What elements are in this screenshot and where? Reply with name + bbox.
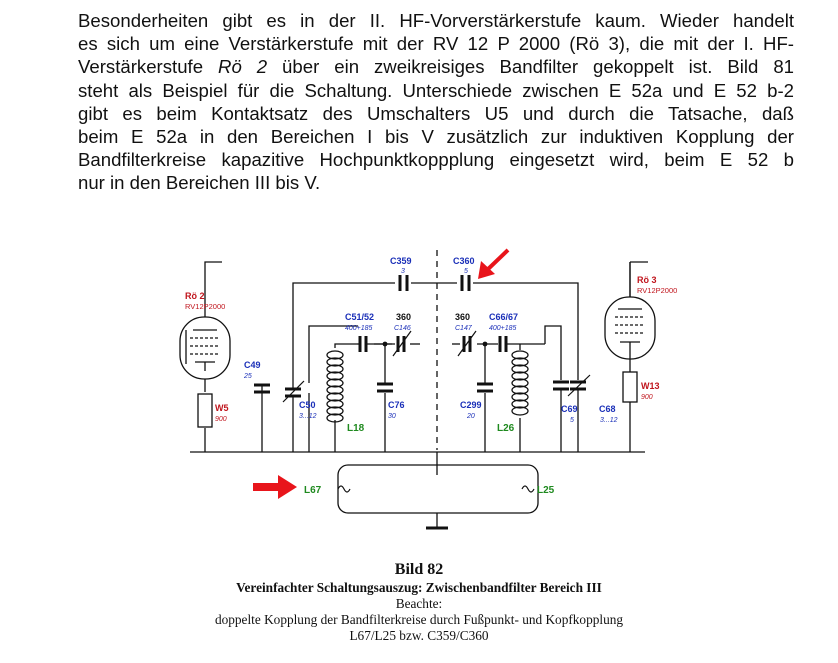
label-ro3-name: Rö 3 xyxy=(637,275,657,285)
capacitor-c359 xyxy=(398,275,409,291)
paragraph-line: steht als Beispiel für die Schaltung. Un… xyxy=(78,79,794,101)
label-w5-name: W5 xyxy=(215,403,229,413)
tube-ro2 xyxy=(179,316,231,380)
arrow-c360-icon xyxy=(478,248,510,279)
caption-note-line: Beachte: xyxy=(395,596,443,611)
label-c359-name: C359 xyxy=(390,256,412,266)
paragraph-line: nur in den Bereichen III bis V. xyxy=(78,172,321,194)
trimmer-arrow-c50 xyxy=(282,380,305,403)
caption-note-line: doppelte Kopplung der Bandfilterkreise d… xyxy=(214,612,624,627)
label-w5-value: 900 xyxy=(215,416,227,423)
label-w13-value: 900 xyxy=(641,394,653,401)
paragraph-line: Besonderheiten gibt es in der II. HF-Vor… xyxy=(78,10,794,31)
wiring xyxy=(190,261,645,530)
label-360-right: 360 xyxy=(455,312,470,322)
capacitor-c49 xyxy=(254,383,270,394)
label-c69-value: 5 xyxy=(570,417,574,424)
capacitor-c360 xyxy=(460,275,471,291)
label-ro2-name: Rö 2 xyxy=(185,291,205,301)
label-c50-name: C50 xyxy=(299,400,316,410)
circuit-schematic: Rö 2 RV12P2000 Rö 3 RV12P2000 W5 900 W13… xyxy=(179,248,677,530)
label-ro3-type: RV12P2000 xyxy=(637,286,677,295)
figure-caption: Bild 82 Vereinfachter Schaltungsauszug: … xyxy=(0,560,838,644)
trimmer-c68 xyxy=(570,380,586,391)
label-l25: L25 xyxy=(537,485,555,496)
paragraph-line: beim E 52a in den Bereichen I bis V zusä… xyxy=(78,126,794,148)
label-c68-value: 3...12 xyxy=(600,417,618,424)
body-paragraph: Besonderheiten gibt es in der II. HF-Vor… xyxy=(78,9,794,195)
label-c66-67-value: 400+185 xyxy=(489,325,517,332)
paragraph-line-part: Verstärkerstufe xyxy=(78,56,219,78)
label-360-left: 360 xyxy=(396,312,411,322)
capacitor-c299 xyxy=(477,382,493,393)
label-l67: L67 xyxy=(304,485,322,496)
arrow-l67-icon xyxy=(253,475,297,499)
label-c50-value: 3...12 xyxy=(299,413,317,420)
label-c146-value: C146 xyxy=(394,325,411,332)
trimmer-arrow-c68 xyxy=(567,374,591,397)
label-c360-value: 5 xyxy=(464,268,468,275)
label-ro2-type: RV12P2000 xyxy=(185,302,225,311)
junction-dot xyxy=(382,341,388,347)
capacitor-c76 xyxy=(377,382,393,393)
label-l18: L18 xyxy=(347,423,365,434)
label-c359-value: 3 xyxy=(401,268,405,275)
caption-title: Bild 82 xyxy=(394,561,444,578)
caption-subtitle: Vereinfachter Schaltungsauszug: Zwischen… xyxy=(236,580,602,595)
label-c66-67-name: C66/67 xyxy=(489,312,518,322)
label-c76-name: C76 xyxy=(388,400,405,410)
label-c51-52-name: C51/52 xyxy=(345,312,374,322)
label-c49-value: 25 xyxy=(243,373,252,380)
trimmer-arrow-c147 xyxy=(457,330,477,357)
trimmer-arrow-c146 xyxy=(392,330,412,357)
capacitor-c69 xyxy=(553,380,569,391)
paragraph-line: gibt es beim Kontaktsatz des Umschalters… xyxy=(78,102,794,124)
paragraph-line: Bandfilterkreise kapazitive Hochpunktkop… xyxy=(78,149,794,171)
paragraph-line: Verstärkerstufe Rö 2 über ein zweikreisi… xyxy=(78,55,794,78)
caption-note-line: L67/L25 bzw. C359/C360 xyxy=(349,628,489,643)
schematic-labels: Rö 2 RV12P2000 Rö 3 RV12P2000 W5 900 W13… xyxy=(185,256,677,496)
tube-ro3 xyxy=(604,262,656,372)
label-c49-name: C49 xyxy=(244,360,261,370)
capacitor-c51-52 xyxy=(358,336,368,352)
trimmer-c50 xyxy=(285,387,301,398)
resistor-w5 xyxy=(197,393,213,428)
label-c68-name: C68 xyxy=(599,404,616,414)
paragraph-line: es sich um eine Verstärkerstufe mit der … xyxy=(78,33,794,55)
capacitor-c66-67 xyxy=(498,336,508,352)
coil-l67 xyxy=(337,485,351,493)
coil-l26 xyxy=(511,350,529,416)
label-c69-name: C69 xyxy=(561,404,578,414)
label-c299-name: C299 xyxy=(460,400,482,410)
label-c51-52-value: 400+185 xyxy=(345,325,373,332)
paragraph-line-italic: Rö 2 xyxy=(218,56,268,78)
junction-dot xyxy=(482,341,488,347)
label-c299-value: 20 xyxy=(466,413,475,420)
label-c147-value: C147 xyxy=(455,325,473,332)
coil-l18 xyxy=(326,350,344,423)
resistor-w13 xyxy=(622,371,638,403)
coil-l25 xyxy=(521,485,535,493)
label-w13-name: W13 xyxy=(641,381,660,391)
label-c360-name: C360 xyxy=(453,256,475,266)
paragraph-line-part: über ein zweikreisiges Bandfilter gekopp… xyxy=(267,56,794,78)
label-l26: L26 xyxy=(497,423,515,434)
label-c76-value: 30 xyxy=(388,413,396,420)
